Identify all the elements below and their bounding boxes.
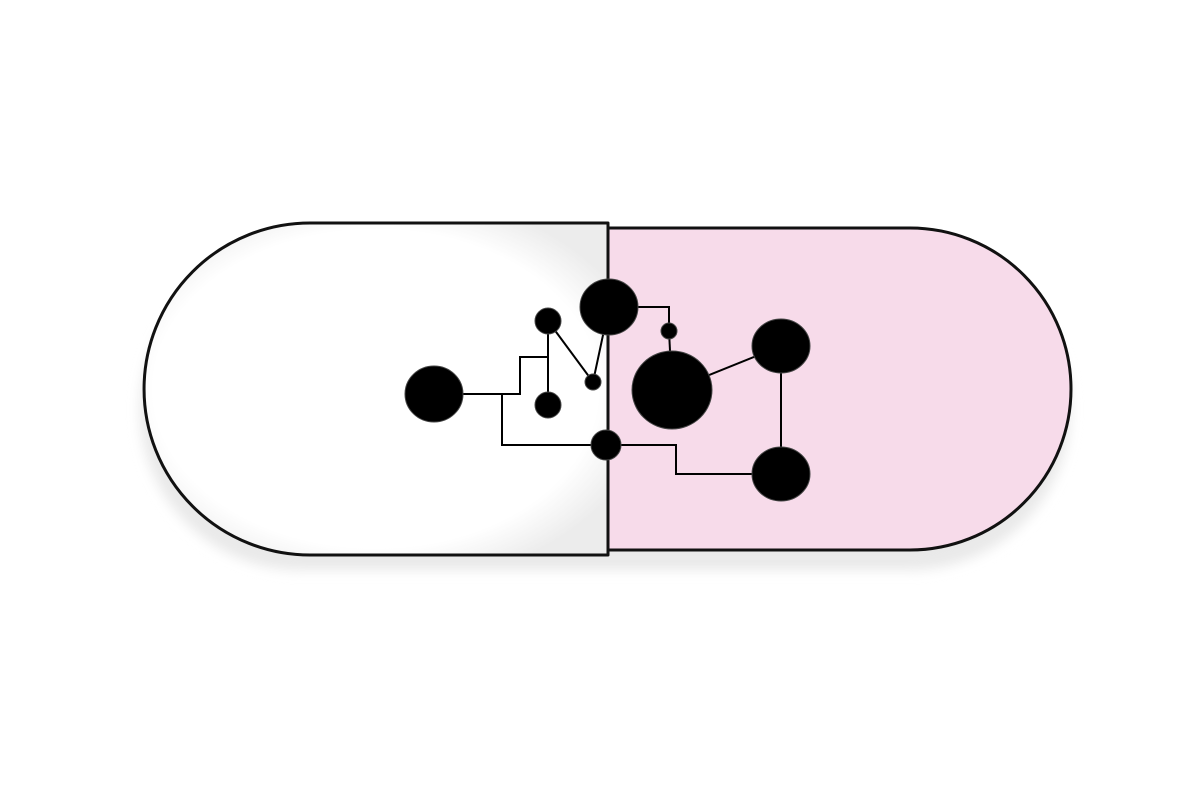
- node: [660, 322, 678, 340]
- node: [751, 318, 811, 374]
- node: [534, 307, 562, 335]
- node: [584, 373, 602, 391]
- edge: [434, 356, 548, 395]
- edge: [606, 444, 781, 475]
- node: [590, 429, 622, 461]
- node: [631, 350, 713, 430]
- node: [751, 446, 811, 502]
- node: [579, 278, 639, 336]
- node: [404, 365, 464, 423]
- edge: [501, 394, 606, 446]
- network-nodes: [404, 278, 811, 502]
- node: [534, 391, 562, 419]
- capsule-left-half: [142, 221, 610, 557]
- capsule-right-half: [606, 226, 1073, 552]
